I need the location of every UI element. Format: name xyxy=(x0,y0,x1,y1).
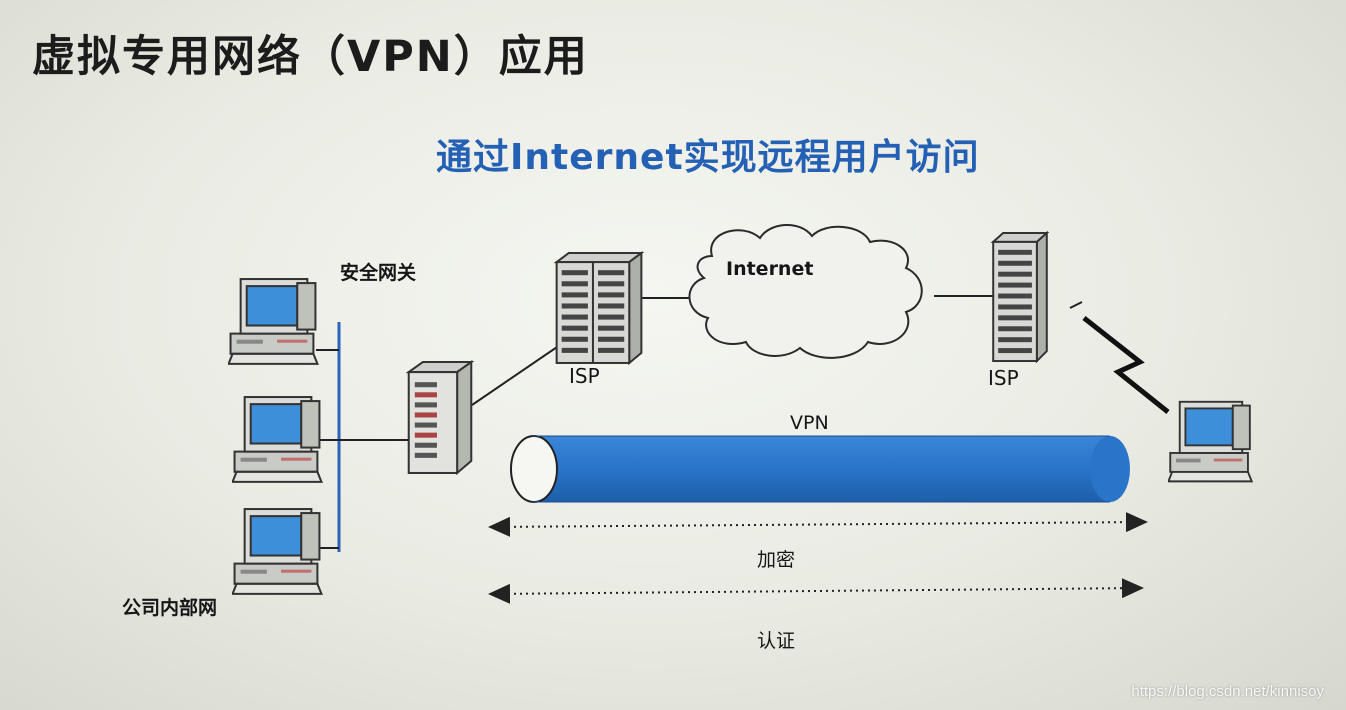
gateway-isp-link xyxy=(471,344,561,406)
desktop-computer-icon xyxy=(232,396,323,483)
desktop-computer-icon xyxy=(228,278,319,365)
isp-rack-icon xyxy=(992,231,1048,363)
diagram-subtitle: 通过Internet实现远程用户访问 xyxy=(436,137,980,178)
gateway-label: 安全网关 xyxy=(340,262,417,284)
page-title: 虚拟专用网络（VPN）应用 xyxy=(32,32,589,82)
encryption-arrow xyxy=(488,512,1148,537)
isp-right-label: ISP xyxy=(988,366,1019,390)
vpn-label: VPN xyxy=(790,412,829,434)
wireless-link-icon xyxy=(1082,316,1170,414)
watermark-url: https://blog.csdn.net/kinnisoy xyxy=(1131,683,1324,700)
desktop-computer-icon xyxy=(232,508,323,595)
remote-computer-icon xyxy=(1168,400,1253,483)
internet-label: Internet xyxy=(726,258,814,280)
authentication-arrow xyxy=(488,578,1144,604)
isp-left-label: ISP xyxy=(569,364,600,388)
authentication-label: 认证 xyxy=(757,630,796,652)
lan-label: 公司内部网 xyxy=(122,597,218,619)
encryption-label: 加密 xyxy=(757,549,796,571)
gateway-server-icon xyxy=(407,360,473,475)
isp-rack-icon xyxy=(555,252,643,364)
internet-cloud-icon xyxy=(688,223,923,359)
vpn-tunnel xyxy=(510,435,1130,503)
